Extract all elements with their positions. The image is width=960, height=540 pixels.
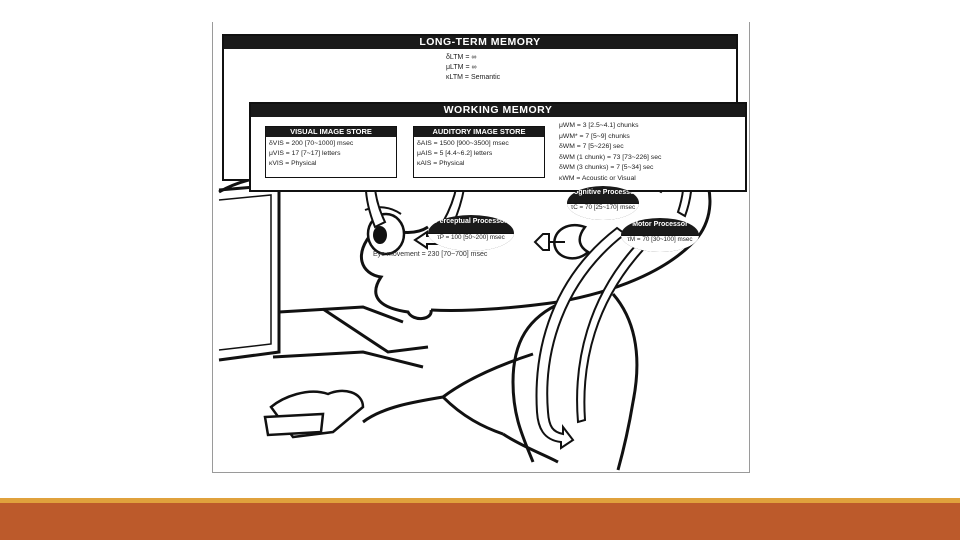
- long-term-memory-title: LONG-TERM MEMORY: [224, 36, 736, 49]
- model-human-processor-figure: LONG-TERM MEMORY δLTM = ∞ μLTM = ∞ κLTM …: [212, 22, 750, 473]
- ltm-param: δLTM = ∞: [446, 54, 477, 61]
- wm-param: μWM = 3 [2.5~4.1] chunks: [559, 122, 639, 129]
- visual-store-param: δVIS = 200 [70~1000] msec: [269, 140, 354, 147]
- auditory-image-store: AUDITORY IMAGE STORE δAIS = 1500 [900~35…: [413, 126, 545, 178]
- motor-processor-title: Motor Processor: [632, 221, 688, 228]
- wm-param: δWM (1 chunk) = 73 [73~226] sec: [559, 153, 662, 161]
- wm-param: δWM (3 chunks) = 7 [5~34] sec: [559, 164, 654, 171]
- auditory-store-param: μAIS = 5 [4.4~6.2] letters: [417, 150, 493, 157]
- working-memory-title: WORKING MEMORY: [251, 104, 745, 117]
- wm-param: μWM* = 7 [5~9] chunks: [559, 132, 630, 140]
- auditory-image-store-title: AUDITORY IMAGE STORE: [414, 127, 544, 137]
- auditory-store-param: δAIS = 1500 [900~3500] msec: [417, 140, 509, 147]
- visual-store-param: κVIS = Physical: [269, 160, 317, 167]
- motor-processor-cycle: τM = 70 [30~100] msec: [621, 234, 699, 252]
- ltm-param: κLTM = Semantic: [446, 74, 501, 81]
- long-term-memory-params: δLTM = ∞ μLTM = ∞ κLTM = Semantic: [446, 53, 566, 83]
- motor-processor: Motor Processor τM = 70 [30~100] msec: [621, 218, 699, 252]
- perceptual-processor: Perceptual Processor τP = 100 [50~200] m…: [428, 215, 514, 251]
- auditory-store-param: κAIS = Physical: [417, 160, 465, 167]
- perceptual-processor-cycle: τP = 100 [50~200] msec: [428, 232, 514, 251]
- wm-param: δWM = 7 [5~226] sec: [559, 143, 624, 150]
- hand-and-mouse: [263, 389, 365, 439]
- visual-image-store-title: VISUAL IMAGE STORE: [266, 127, 396, 137]
- visual-store-param: μVIS = 17 [7~17] letters: [269, 150, 341, 157]
- cognitive-processor-title: Cognitive Processor: [568, 189, 638, 196]
- cognitive-processor: Cognitive Processor τC = 70 [25~170] mse…: [567, 186, 639, 220]
- visual-image-store: VISUAL IMAGE STORE δVIS = 200 [70~1000] …: [265, 126, 397, 178]
- eye-movement-label: Eye movement = 230 [70~700] msec: [373, 251, 488, 258]
- working-memory-params: μWM = 3 [2.5~4.1] chunks μWM* = 7 [5~9] …: [559, 121, 661, 184]
- perceptual-processor-title: Perceptual Processor: [435, 218, 507, 225]
- cognitive-processor-cycle: τC = 70 [25~170] msec: [567, 202, 639, 220]
- wm-param: κWM = Acoustic or Visual: [559, 174, 636, 182]
- ltm-param: μLTM = ∞: [446, 64, 477, 71]
- ear: [553, 224, 591, 260]
- long-term-memory-box: LONG-TERM MEMORY δLTM = ∞ μLTM = ∞ κLTM …: [222, 34, 747, 192]
- footer-bar: [0, 498, 960, 540]
- working-memory-box: WORKING MEMORY VISUAL IMAGE STORE δVIS =…: [249, 102, 747, 192]
- monitor: [218, 183, 429, 369]
